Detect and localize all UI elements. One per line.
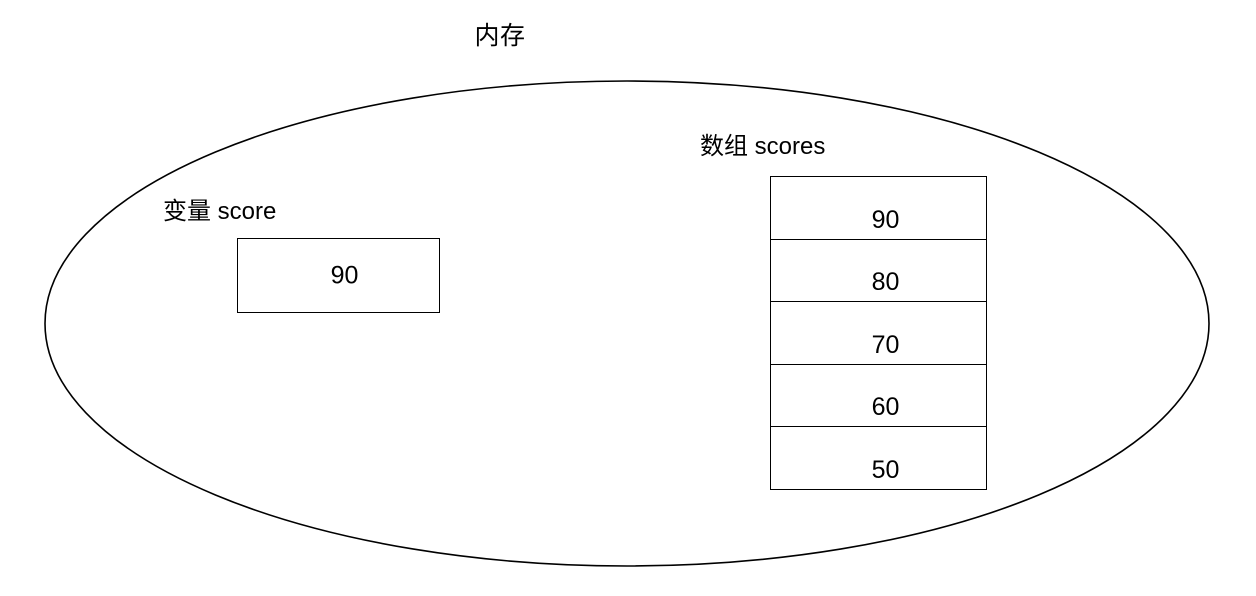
array-cell: 80 bbox=[771, 240, 986, 303]
array-cell-value: 80 bbox=[871, 268, 900, 297]
array-label: 数组 scores bbox=[700, 133, 826, 160]
array-cell: 90 bbox=[771, 177, 986, 240]
variable-label: 变量 score bbox=[163, 198, 277, 225]
array-cell-value: 60 bbox=[871, 393, 900, 422]
variable-value: 90 bbox=[330, 261, 359, 289]
array-cell-value: 90 bbox=[871, 205, 900, 234]
array-cell: 60 bbox=[771, 365, 986, 428]
memory-title: 内存 bbox=[474, 22, 526, 50]
variable-box: 90 bbox=[237, 238, 440, 313]
array-cell: 50 bbox=[771, 427, 986, 489]
variable-group: 变量 score 90 bbox=[163, 198, 440, 313]
array-cell-value: 50 bbox=[871, 455, 900, 484]
array-cell-value: 70 bbox=[871, 330, 900, 359]
memory-ellipse-outline bbox=[44, 80, 1210, 567]
array-cell: 70 bbox=[771, 302, 986, 365]
array-box: 90 80 70 60 50 bbox=[770, 176, 987, 490]
array-group: 数组 scores 90 80 70 60 50 bbox=[700, 133, 987, 490]
